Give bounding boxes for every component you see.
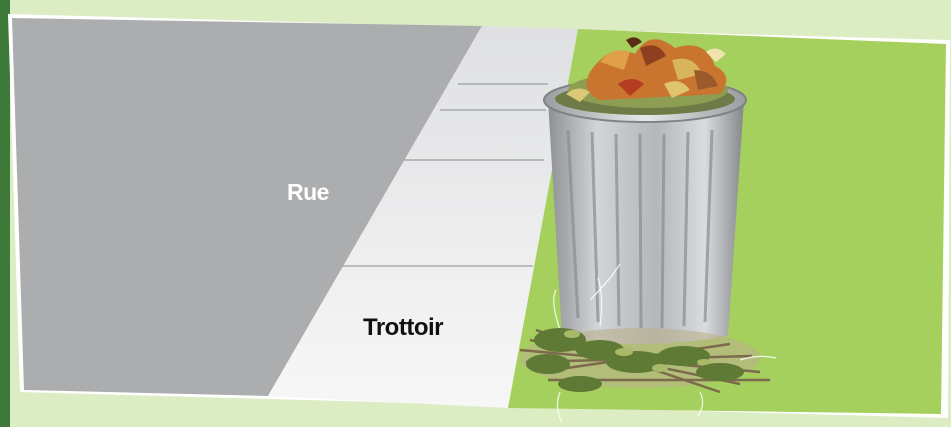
sidewalk-label: Trottoir [363,314,443,342]
left-border-strip [0,0,10,427]
garbage-bin [544,78,746,344]
street-label: Rue [287,179,329,206]
